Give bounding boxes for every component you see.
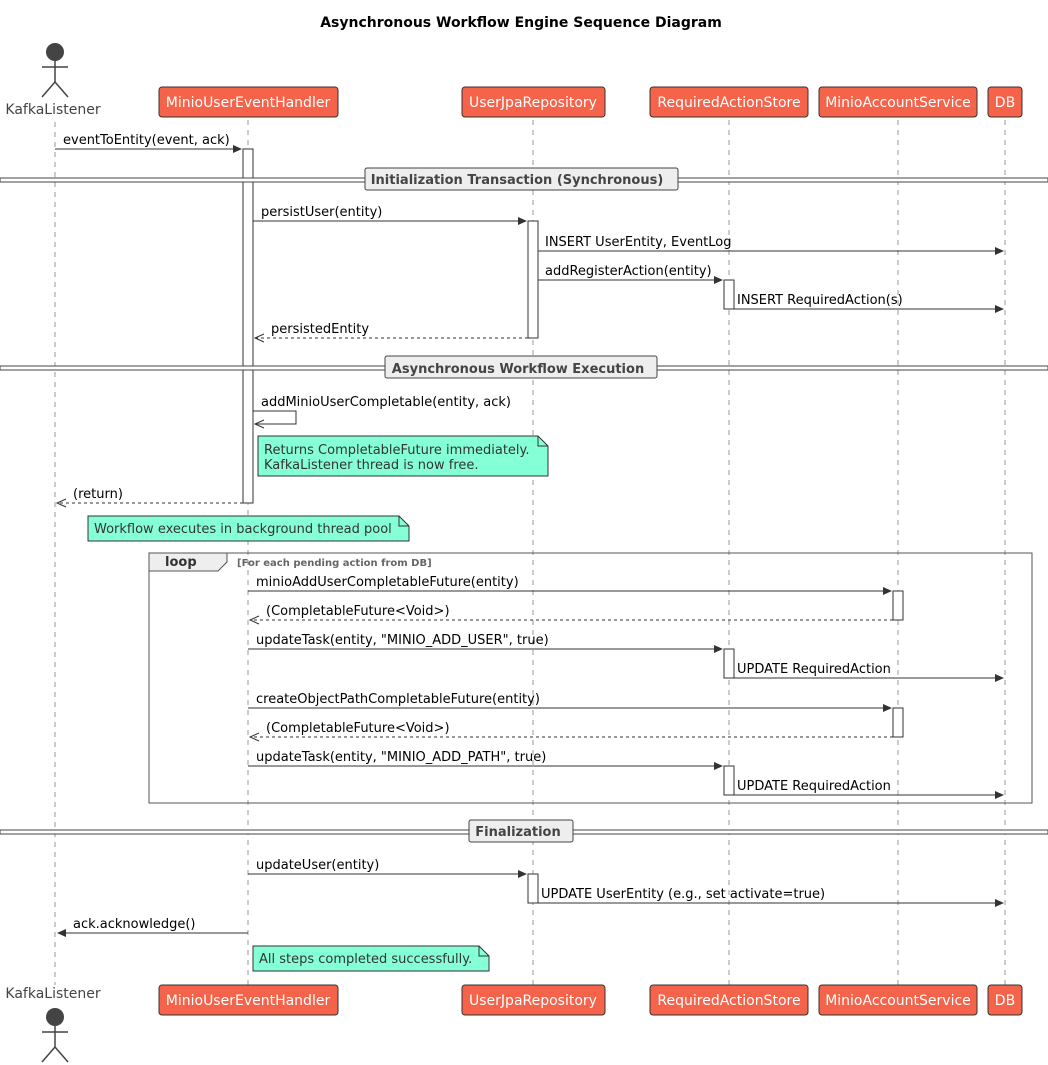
participant-label: KafkaListener bbox=[5, 102, 100, 118]
diagram-title: Asynchronous Workflow Engine Sequence Di… bbox=[320, 15, 722, 31]
participant-userjparepository-bottom: UserJpaRepository bbox=[461, 984, 606, 1016]
message-completable-future-return-1: (CompletableFuture<Void>) bbox=[248, 604, 893, 625]
message-insert-requiredaction: INSERT RequiredAction(s) bbox=[734, 293, 1004, 313]
message-label: minioAddUserCompletableFuture(entity) bbox=[256, 575, 519, 590]
participant-label: UserJpaRepository bbox=[469, 993, 597, 1009]
message-label: UPDATE RequiredAction bbox=[737, 779, 891, 794]
messages: eventToEntity(event, ack) persistUser(en… bbox=[55, 133, 1004, 937]
activation-store-update2 bbox=[723, 765, 735, 796]
divider-initialization: Initialization Transaction (Synchronous) bbox=[0, 167, 1048, 191]
divider-label: Initialization Transaction (Synchronous) bbox=[371, 173, 664, 188]
activation-repo-update bbox=[527, 873, 539, 904]
message-add-register-action: addRegisterAction(entity) bbox=[538, 264, 723, 284]
message-label: updateUser(entity) bbox=[256, 858, 379, 873]
participant-miniousereventhandler-top: MinioUserEventHandler bbox=[158, 86, 339, 118]
divider-label: Asynchronous Workflow Execution bbox=[392, 362, 644, 377]
note-all-steps-completed: All steps completed successfully. bbox=[252, 945, 490, 972]
message-completable-future-return-2: (CompletableFuture<Void>) bbox=[248, 721, 893, 742]
actor-kafkalistener-bottom: KafkaListener bbox=[5, 986, 101, 1063]
message-label: (CompletableFuture<Void>) bbox=[266, 721, 450, 736]
message-return: (return) bbox=[55, 487, 243, 508]
message-label: addRegisterAction(entity) bbox=[545, 264, 712, 279]
participant-label: RequiredActionStore bbox=[657, 993, 800, 1009]
message-event-to-entity: eventToEntity(event, ack) bbox=[55, 133, 242, 153]
message-label: ack.acknowledge() bbox=[73, 917, 196, 932]
activation-store-register bbox=[723, 279, 735, 310]
message-label: eventToEntity(event, ack) bbox=[63, 133, 230, 148]
message-minio-add-user-future: minioAddUserCompletableFuture(entity) bbox=[248, 575, 892, 595]
note-line: KafkaListener thread is now free. bbox=[264, 458, 479, 473]
message-persist-user: persistUser(entity) bbox=[253, 205, 527, 225]
message-label: (return) bbox=[73, 487, 123, 502]
note-line: All steps completed successfully. bbox=[259, 952, 472, 967]
message-persisted-entity: persistedEntity bbox=[253, 322, 528, 343]
actor-kafkalistener-top: KafkaListener bbox=[5, 43, 101, 118]
participant-label: MinioAccountService bbox=[825, 993, 971, 1009]
message-update-task-add-path: updateTask(entity, "MINIO_ADD_PATH", tru… bbox=[248, 750, 723, 770]
participant-label: MinioUserEventHandler bbox=[166, 95, 331, 111]
message-update-task-add-user: updateTask(entity, "MINIO_ADD_USER", tru… bbox=[248, 633, 723, 653]
actor-icon bbox=[46, 43, 64, 61]
participants-bottom: KafkaListener MinioUserEventHandler User… bbox=[5, 984, 1023, 1063]
participant-label: DB bbox=[995, 993, 1015, 1009]
note-background-thread: Workflow executes in background thread p… bbox=[87, 515, 410, 542]
activation-minio-path bbox=[892, 707, 904, 738]
divider-async-execution: Asynchronous Workflow Execution bbox=[0, 355, 1048, 379]
activation-store-update1 bbox=[723, 648, 735, 679]
message-label: persistUser(entity) bbox=[261, 205, 382, 220]
participant-requiredactionstore-bottom: RequiredActionStore bbox=[649, 984, 809, 1016]
participant-db-bottom: DB bbox=[987, 984, 1023, 1016]
participant-label: DB bbox=[995, 95, 1015, 111]
actor-icon bbox=[46, 1008, 64, 1026]
message-ack-acknowledge: ack.acknowledge() bbox=[57, 917, 248, 937]
loop-guard: [For each pending action from DB] bbox=[237, 558, 432, 569]
message-label: createObjectPathCompletableFuture(entity… bbox=[256, 692, 540, 707]
activation-handler-main bbox=[242, 148, 254, 504]
participant-label: KafkaListener bbox=[5, 986, 100, 1002]
message-create-object-path-future: createObjectPathCompletableFuture(entity… bbox=[248, 692, 892, 712]
participant-miniousereventhandler-bottom: MinioUserEventHandler bbox=[158, 984, 339, 1016]
message-update-requiredaction-2: UPDATE RequiredAction bbox=[734, 779, 1004, 799]
participant-minioaccountservice-top: MinioAccountService bbox=[818, 86, 978, 118]
loop-frame: loop [For each pending action from DB] bbox=[148, 552, 1033, 804]
message-label: addMinioUserCompletable(entity, ack) bbox=[261, 395, 511, 410]
message-update-userentity: UPDATE UserEntity (e.g., set activate=tr… bbox=[538, 887, 1004, 907]
message-label: updateTask(entity, "MINIO_ADD_USER", tru… bbox=[256, 633, 549, 648]
message-label: INSERT UserEntity, EventLog bbox=[545, 235, 732, 250]
participant-label: UserJpaRepository bbox=[469, 95, 597, 111]
divider-finalization: Finalization bbox=[0, 819, 1048, 843]
message-label: (CompletableFuture<Void>) bbox=[266, 604, 450, 619]
participants-top: KafkaListener MinioUserEventHandler User… bbox=[5, 43, 1023, 118]
message-label: INSERT RequiredAction(s) bbox=[737, 293, 903, 308]
note-completable-future: Returns CompletableFuture immediately. K… bbox=[257, 435, 549, 477]
message-update-requiredaction-1: UPDATE RequiredAction bbox=[734, 662, 1004, 682]
note-line: Workflow executes in background thread p… bbox=[94, 522, 392, 537]
message-insert-userentity: INSERT UserEntity, EventLog bbox=[538, 235, 1004, 255]
divider-label: Finalization bbox=[475, 825, 560, 840]
activation-bars bbox=[242, 148, 904, 904]
participant-requiredactionstore-top: RequiredActionStore bbox=[649, 86, 809, 118]
message-label: persistedEntity bbox=[271, 322, 369, 337]
note-line: Returns CompletableFuture immediately. bbox=[264, 443, 530, 458]
participant-db-top: DB bbox=[987, 86, 1023, 118]
activation-minio-adduser bbox=[892, 590, 904, 621]
activation-repo-persist bbox=[527, 220, 539, 339]
participant-minioaccountservice-bottom: MinioAccountService bbox=[818, 984, 978, 1016]
loop-keyword: loop bbox=[165, 555, 197, 570]
message-update-user: updateUser(entity) bbox=[248, 858, 527, 878]
participant-label: MinioAccountService bbox=[825, 95, 971, 111]
message-label: UPDATE UserEntity (e.g., set activate=tr… bbox=[541, 887, 825, 902]
participant-label: RequiredActionStore bbox=[657, 95, 800, 111]
message-label: updateTask(entity, "MINIO_ADD_PATH", tru… bbox=[256, 750, 546, 765]
participant-userjparepository-top: UserJpaRepository bbox=[461, 86, 606, 118]
participant-label: MinioUserEventHandler bbox=[166, 993, 331, 1009]
message-label: UPDATE RequiredAction bbox=[737, 662, 891, 677]
message-add-minio-user-completable: addMinioUserCompletable(entity, ack) bbox=[253, 395, 511, 429]
